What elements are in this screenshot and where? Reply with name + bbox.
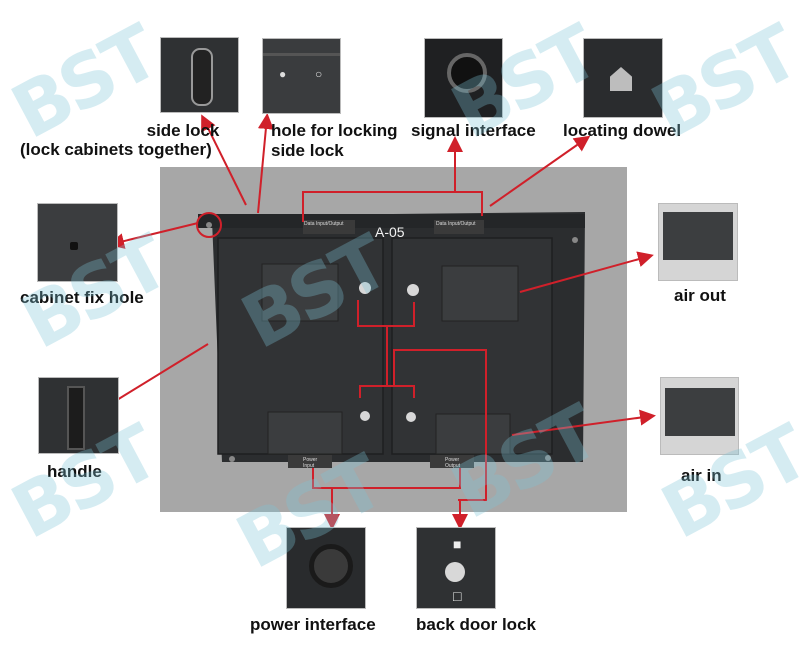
handle-photo (38, 377, 119, 454)
lock-open-icon: □ (453, 588, 462, 604)
cabinet-guide-lines (196, 191, 487, 501)
power-interface-label: power interface (250, 615, 376, 634)
arrow-cabinet-fix-hole (108, 222, 199, 249)
cabinet-body (198, 212, 585, 468)
callout-arrows (100, 113, 656, 530)
arrow-side-lock (201, 114, 247, 206)
lock-icon: ● (279, 67, 287, 81)
handle-label: handle (47, 462, 102, 481)
arrow-hole-side-lock (257, 113, 274, 214)
power-output-label: Power Output (445, 457, 461, 469)
air-in-label: air in (681, 466, 722, 485)
cabinet-fix-hole-label: cabinet fix hole (20, 288, 144, 307)
air-in-photo (660, 377, 739, 455)
side-lock-label-line1: side lock (146, 121, 220, 140)
hole-side-lock-photo: ● ○ (262, 38, 341, 114)
arrow-locating-dowel (489, 135, 591, 207)
side-lock-photo (160, 37, 239, 113)
power-input-label: Power Input (303, 457, 318, 469)
signal-interface-photo (424, 38, 503, 118)
arrow-handle (100, 343, 209, 411)
air-out-label: air out (674, 286, 726, 305)
signal-interface-label: signal interface (411, 121, 536, 140)
locating-dowel-label: locating dowel (563, 121, 682, 140)
cabinet-model-label: A-05 (375, 224, 405, 240)
unlock-icon: ○ (315, 67, 323, 81)
arrow-air-out (519, 251, 654, 293)
locating-dowel-photo (583, 38, 663, 118)
lock-closed-icon: ■ (453, 536, 462, 552)
air-out-photo (658, 203, 738, 281)
hole-label-line1: hole for locking (271, 121, 398, 140)
data-io-right-label: Data Input/Output (436, 221, 476, 227)
arrow-air-in (511, 409, 656, 436)
cabinet-fix-hole-photo (37, 203, 118, 282)
side-lock-label-line2: (lock cabinets together) (20, 140, 212, 159)
back-door-lock-photo: ■ □ (416, 527, 496, 609)
data-io-left-label: Data Input/Output (304, 221, 344, 227)
back-door-lock-label: back door lock (416, 615, 536, 634)
power-interface-photo (286, 527, 366, 609)
hole-label-line2: side lock (271, 141, 344, 160)
